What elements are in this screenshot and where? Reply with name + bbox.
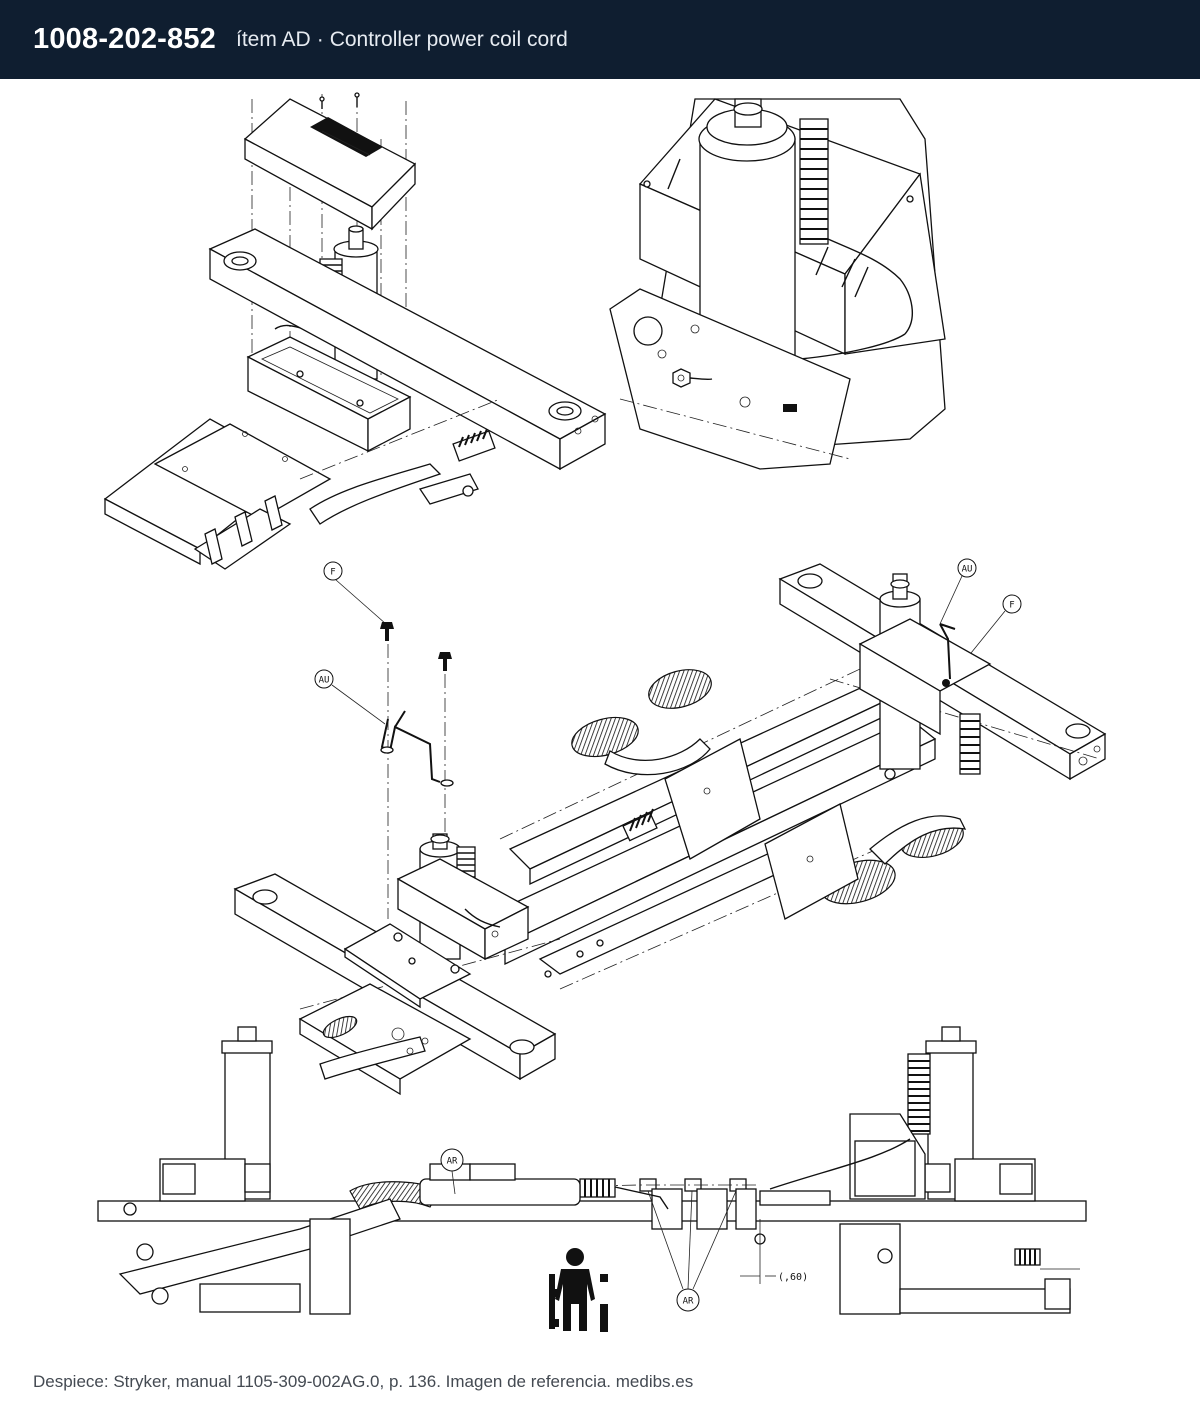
pedal-top-2 xyxy=(571,716,639,758)
svg-text:AU: AU xyxy=(319,676,330,686)
cord-connector xyxy=(672,368,713,388)
dimension-label: (,60) xyxy=(778,1272,808,1283)
callout-au-right: AU xyxy=(957,558,977,578)
coil-cord-closeup xyxy=(799,118,829,245)
part-number: 1008-202-852 xyxy=(33,23,216,55)
view-side-elevation: (,60) AR AR xyxy=(97,1026,1087,1332)
spring-view1 xyxy=(452,428,496,462)
separator: · xyxy=(316,27,324,51)
bracket-au-left xyxy=(380,710,454,787)
coil-cord-elevation xyxy=(907,1053,931,1135)
svg-text:F: F xyxy=(330,568,335,578)
callout-ar-bottom: AR xyxy=(676,1288,700,1312)
diagram-canvas: F AU xyxy=(97,92,1107,1332)
spring-right xyxy=(959,713,981,775)
pedal-lower-left xyxy=(322,1015,358,1039)
exploded-parts-diagram: F AU xyxy=(0,79,1200,1349)
callout-au-left: AU xyxy=(314,669,334,689)
person-scale-icon xyxy=(549,1248,608,1332)
item-prefix: ítem AD xyxy=(236,27,311,51)
spring-elevation xyxy=(579,1178,669,1210)
callout-f-right: F xyxy=(1002,594,1022,614)
callout-f-top: F xyxy=(323,561,343,581)
cord-clamps xyxy=(639,1178,757,1230)
view-chassis-assembly: F AU xyxy=(233,558,1107,1096)
spring-middle xyxy=(622,808,658,842)
item-subtitle: ítem AD·Controller power coil cord xyxy=(236,28,568,52)
callout-ar-top: AR xyxy=(440,1148,464,1172)
view-controller-exploded xyxy=(103,92,607,570)
item-description: Controller power coil cord xyxy=(329,27,568,51)
svg-text:F: F xyxy=(1009,601,1014,611)
screw-f-2 xyxy=(438,652,452,671)
title-bar: 1008-202-852 ítem AD·Controller power co… xyxy=(0,0,1200,79)
view-closeup-connector xyxy=(609,98,946,470)
svg-text:AR: AR xyxy=(447,1157,458,1167)
svg-text:AU: AU xyxy=(962,565,973,575)
screw-f-1 xyxy=(380,622,394,641)
spring-elevation-right xyxy=(1014,1248,1041,1266)
svg-text:AR: AR xyxy=(683,1297,694,1307)
source-caption: Despiece: Stryker, manual 1105-309-002AG… xyxy=(33,1372,694,1391)
pedal-top-1 xyxy=(648,669,712,709)
